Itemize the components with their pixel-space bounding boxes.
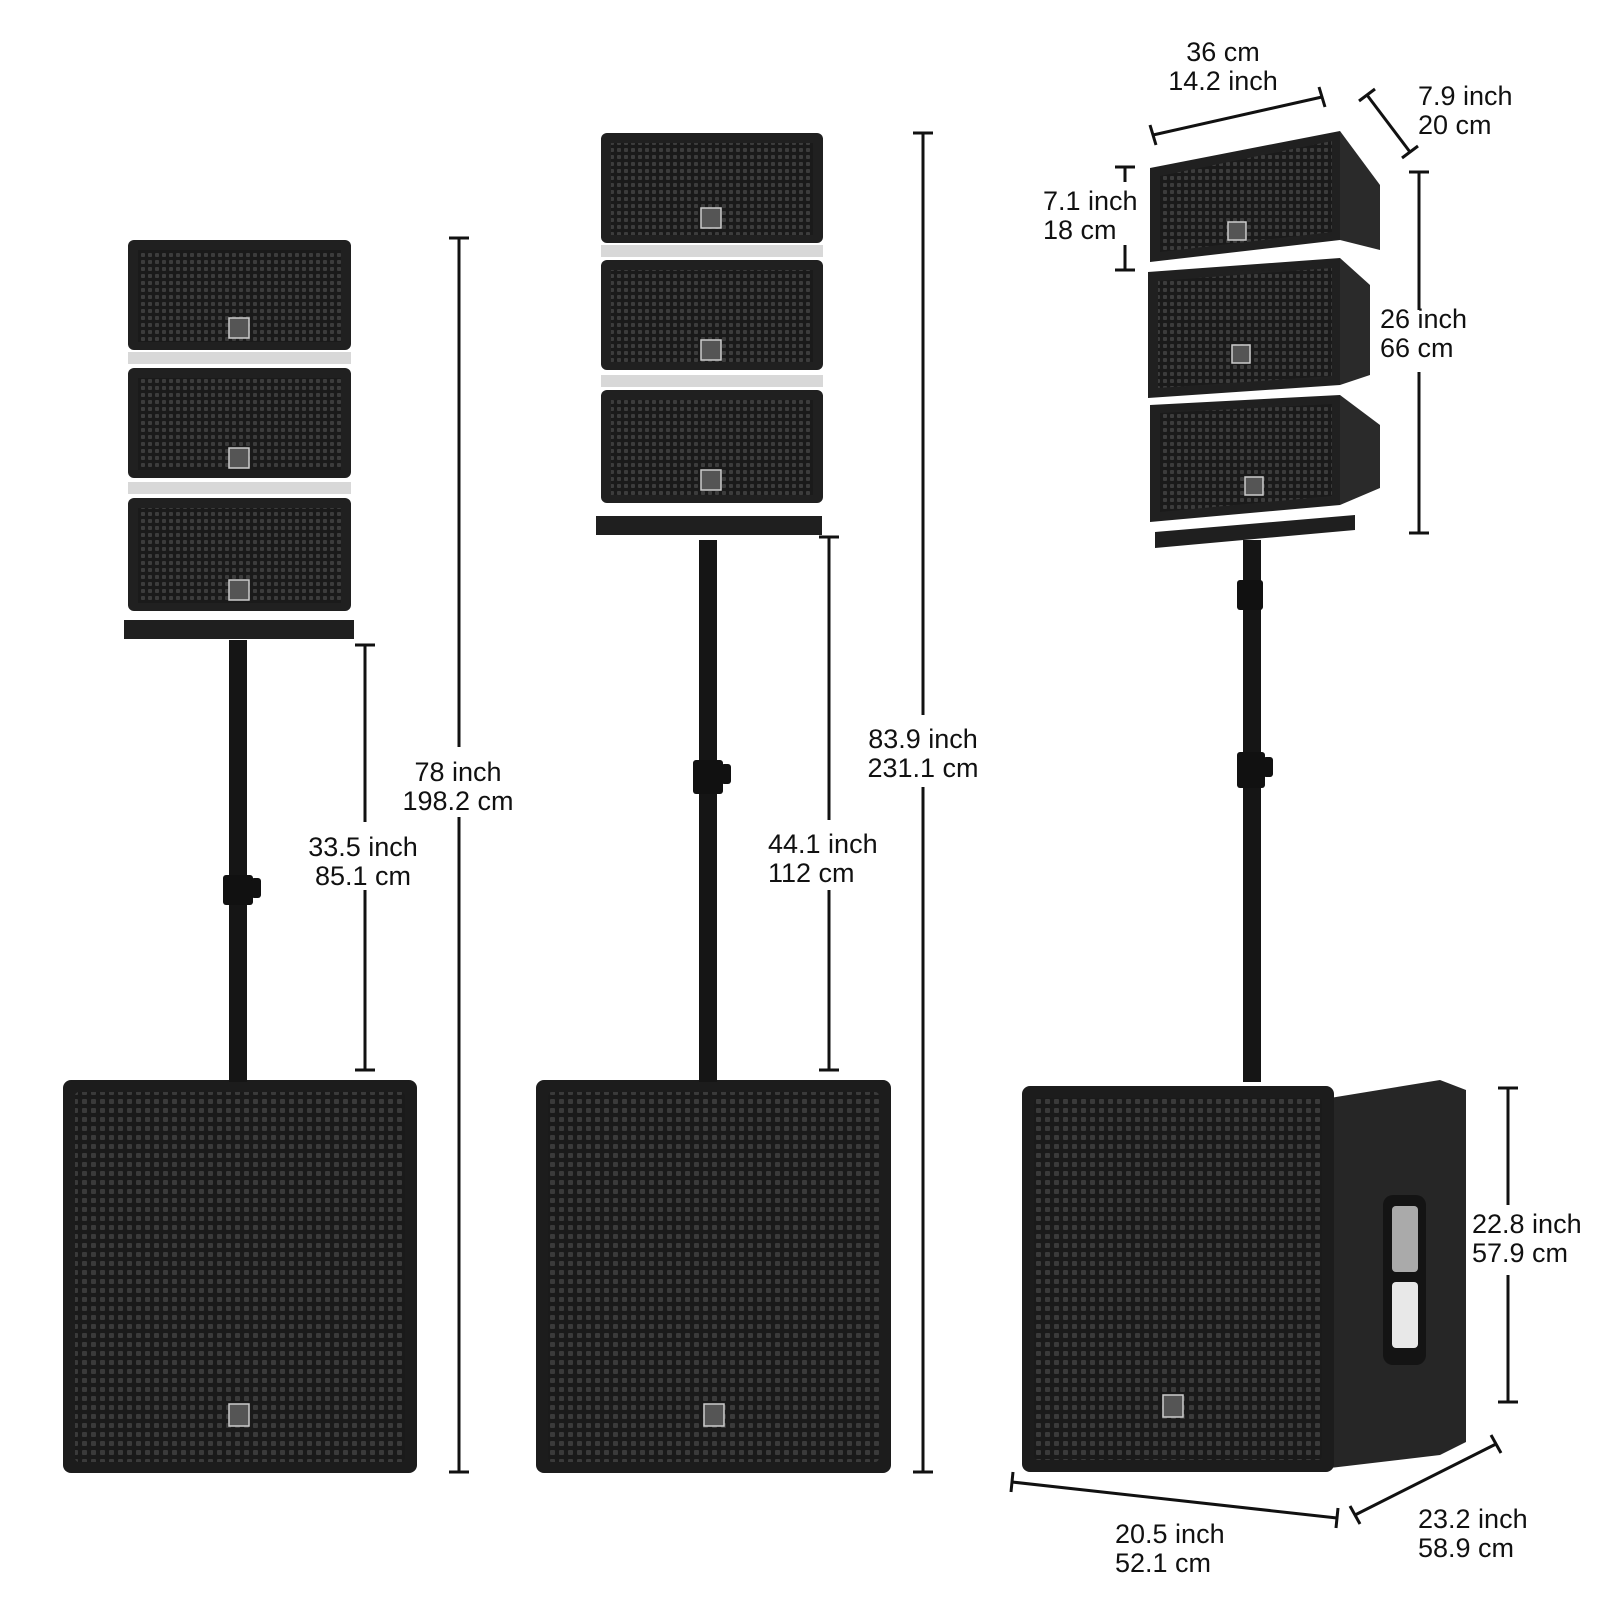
line-array-angled — [1148, 131, 1380, 522]
subwoofer-angled — [1022, 1080, 1466, 1472]
pole-tall — [699, 540, 717, 1082]
module-depth-label: 7.9 inch 20 cm — [1418, 81, 1513, 140]
sub-height-label: 22.8 inch 57.9 cm — [1472, 1209, 1582, 1268]
pole-height-label-short: 33.5 inch 85.1 cm — [308, 832, 418, 891]
brand-logo-badge — [703, 1403, 725, 1427]
sub-depth-label: 23.2 inch 58.9 cm — [1418, 1504, 1528, 1563]
pole-knob — [721, 764, 731, 784]
module-width-label: 36 cm 14.2 inch — [1168, 37, 1278, 96]
pole-clamp — [223, 875, 253, 905]
dimension-lines — [355, 86, 1518, 1529]
pole-clamp — [693, 760, 723, 794]
subwoofer-tall — [536, 1080, 891, 1473]
subwoofer-short — [63, 1080, 417, 1473]
array-bracket — [596, 516, 822, 535]
system-tall-speaker — [536, 133, 891, 1473]
total-height-label-short: 78 inch 198.2 cm — [402, 757, 514, 816]
sub-width-label: 20.5 inch 52.1 cm — [1115, 1519, 1225, 1578]
brand-logo-badge — [1162, 1394, 1184, 1418]
array-height-label: 26 inch 66 cm — [1380, 304, 1468, 363]
line-array-short — [128, 240, 351, 611]
pole-knob — [1263, 757, 1273, 777]
array-bracket — [124, 620, 354, 639]
system-angled-speaker — [1022, 131, 1466, 1472]
pole-clamp — [1237, 580, 1263, 610]
pole-angled — [1243, 540, 1261, 1082]
pole-knob — [251, 878, 261, 898]
pole-clamp — [1237, 752, 1265, 788]
pole-short — [229, 640, 247, 1082]
line-array-tall — [601, 133, 823, 503]
pole-height-label-tall: 44.1 inch 112 cm — [768, 829, 878, 888]
system-short-speaker — [63, 240, 417, 1473]
array-bracket — [1155, 515, 1355, 548]
brand-logo-badge — [228, 1403, 250, 1427]
total-height-label-tall: 83.9 inch 231.1 cm — [867, 724, 979, 783]
module-height-label: 7.1 inch 18 cm — [1043, 186, 1138, 245]
